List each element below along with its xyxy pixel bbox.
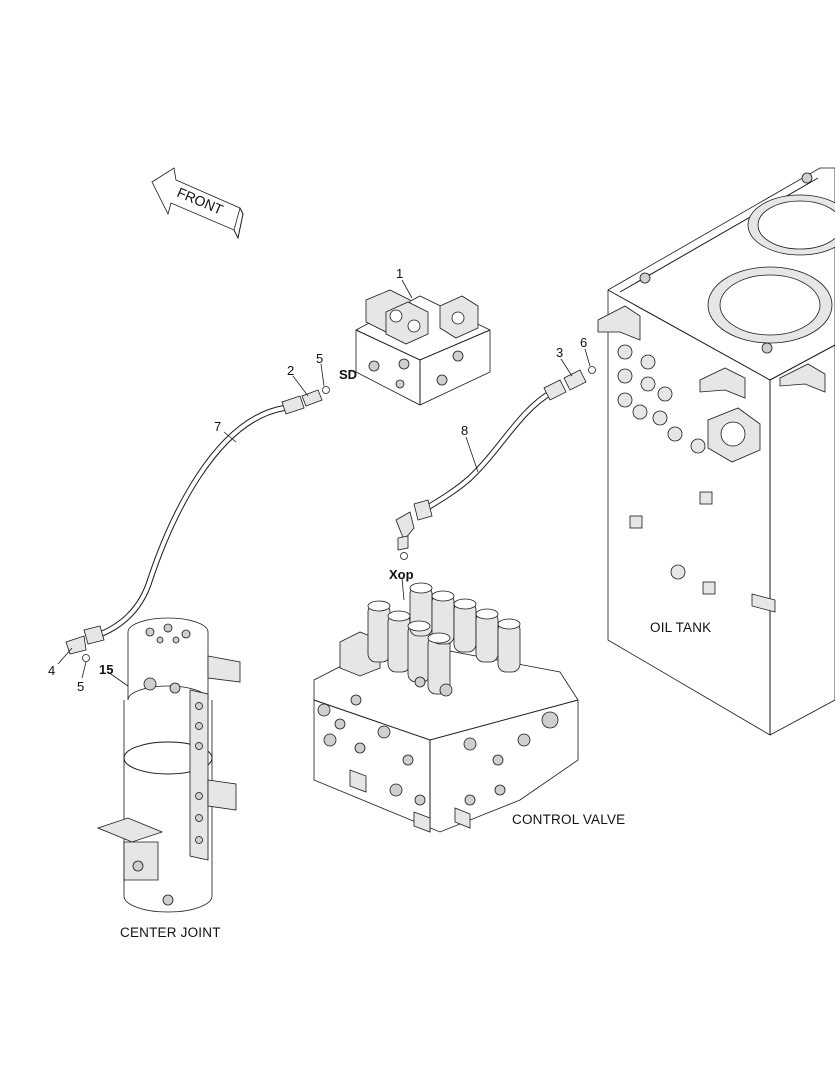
center-joint-label: CENTER JOINT [120, 925, 221, 940]
control-valve-label: CONTROL VALVE [512, 812, 625, 827]
callout-8: 8 [461, 423, 468, 438]
port-label-sd: SD [339, 367, 357, 382]
callout-5-bottom: 5 [77, 679, 84, 694]
leader-lines [57, 279, 591, 687]
callout-1: 1 [396, 266, 403, 281]
oil-tank: OIL TANK [597, 167, 835, 736]
callout-4: 4 [48, 663, 55, 678]
hose-part-7 [65, 386, 330, 662]
valve-block-part-1 [355, 289, 491, 406]
oil-tank-label: OIL TANK [650, 620, 711, 635]
callout-2: 2 [287, 363, 294, 378]
callout-7: 7 [214, 419, 221, 434]
callouts: 1 2 5 3 6 7 8 4 5 SD Xop 15 [48, 266, 587, 694]
port-label-xop: Xop [389, 567, 414, 582]
control-valve: CONTROL VALVE [313, 582, 625, 833]
front-arrow: FRONT [151, 167, 244, 240]
port-label-15: 15 [99, 662, 113, 677]
center-joint: CENTER JOINT [96, 617, 241, 940]
callout-6: 6 [580, 335, 587, 350]
callout-5-top: 5 [316, 351, 323, 366]
callout-3: 3 [556, 345, 563, 360]
